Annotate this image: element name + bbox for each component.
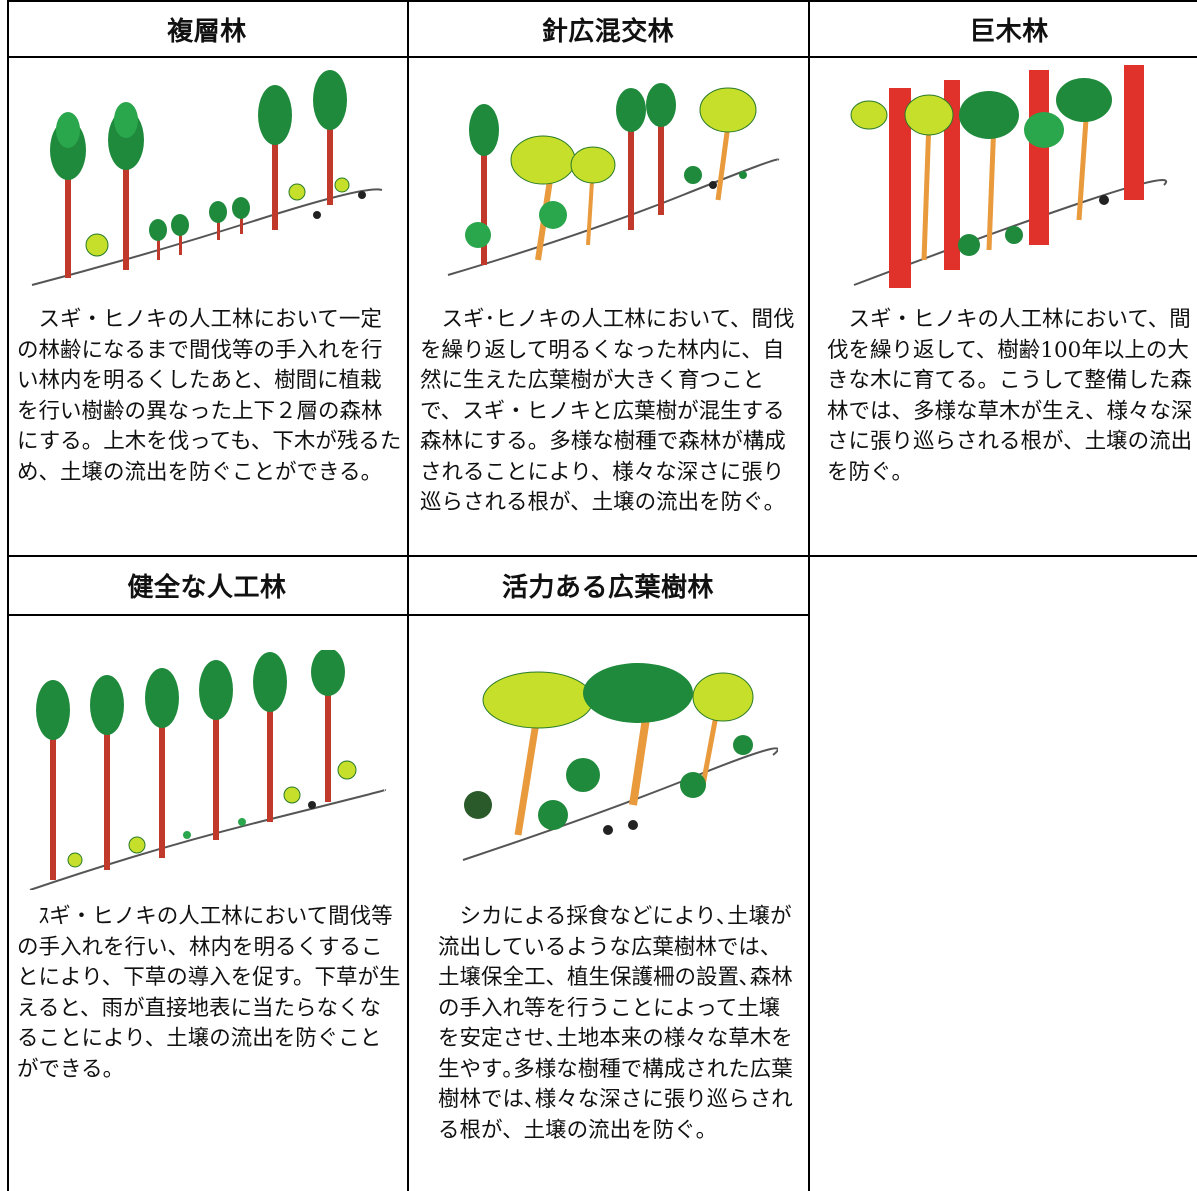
- cell-description: スギ･ヒノキの人工林において、間伐を繰り返して明るくなった林内に、自然に生えた広…: [420, 307, 795, 515]
- mixed-forest-illustration: [447, 83, 780, 276]
- grid-line: [7, 0, 1197, 2]
- cell-empty: [809, 557, 1197, 1191]
- grid-line: [407, 0, 409, 1191]
- forest-types-table: 複層林: [7, 0, 1197, 1191]
- cell-title: 針広混交林: [541, 16, 675, 47]
- cell-description: スギ・ヒノキの人工林において一定の林齢になるまで間伐等の手入れを行い林内を明るく…: [17, 307, 402, 485]
- vigorous-broadleaf-forest-illustration: [462, 663, 778, 861]
- cell-title: 活力ある広葉樹林: [501, 573, 714, 603]
- healthy-plantation-illustration: [29, 650, 387, 890]
- grid-line: [7, 0, 9, 1191]
- grid-line: [7, 555, 1197, 557]
- cell-title: 巨木林: [969, 16, 1049, 47]
- cell-description: シカによる採食などにより､土壌が流出しているような広葉樹林では、土壌保全工、植生…: [438, 904, 793, 1143]
- grid-line: [808, 0, 810, 1191]
- cell-title: 健全な人工林: [127, 573, 287, 603]
- multi-layer-forest-illustration: [31, 70, 383, 286]
- cell-description: ｽギ・ヒノキの人工林において間伐等の手入れを行い、林内を明るくすることにより、下…: [17, 904, 401, 1082]
- cell-title: 複層林: [167, 16, 247, 47]
- cell-description: スギ・ヒノキの人工林において、間伐を繰り返して、樹齢100年以上の大きな木に育て…: [827, 307, 1193, 485]
- giant-tree-forest-illustration: [850, 65, 1167, 288]
- grid-line: [7, 56, 1197, 58]
